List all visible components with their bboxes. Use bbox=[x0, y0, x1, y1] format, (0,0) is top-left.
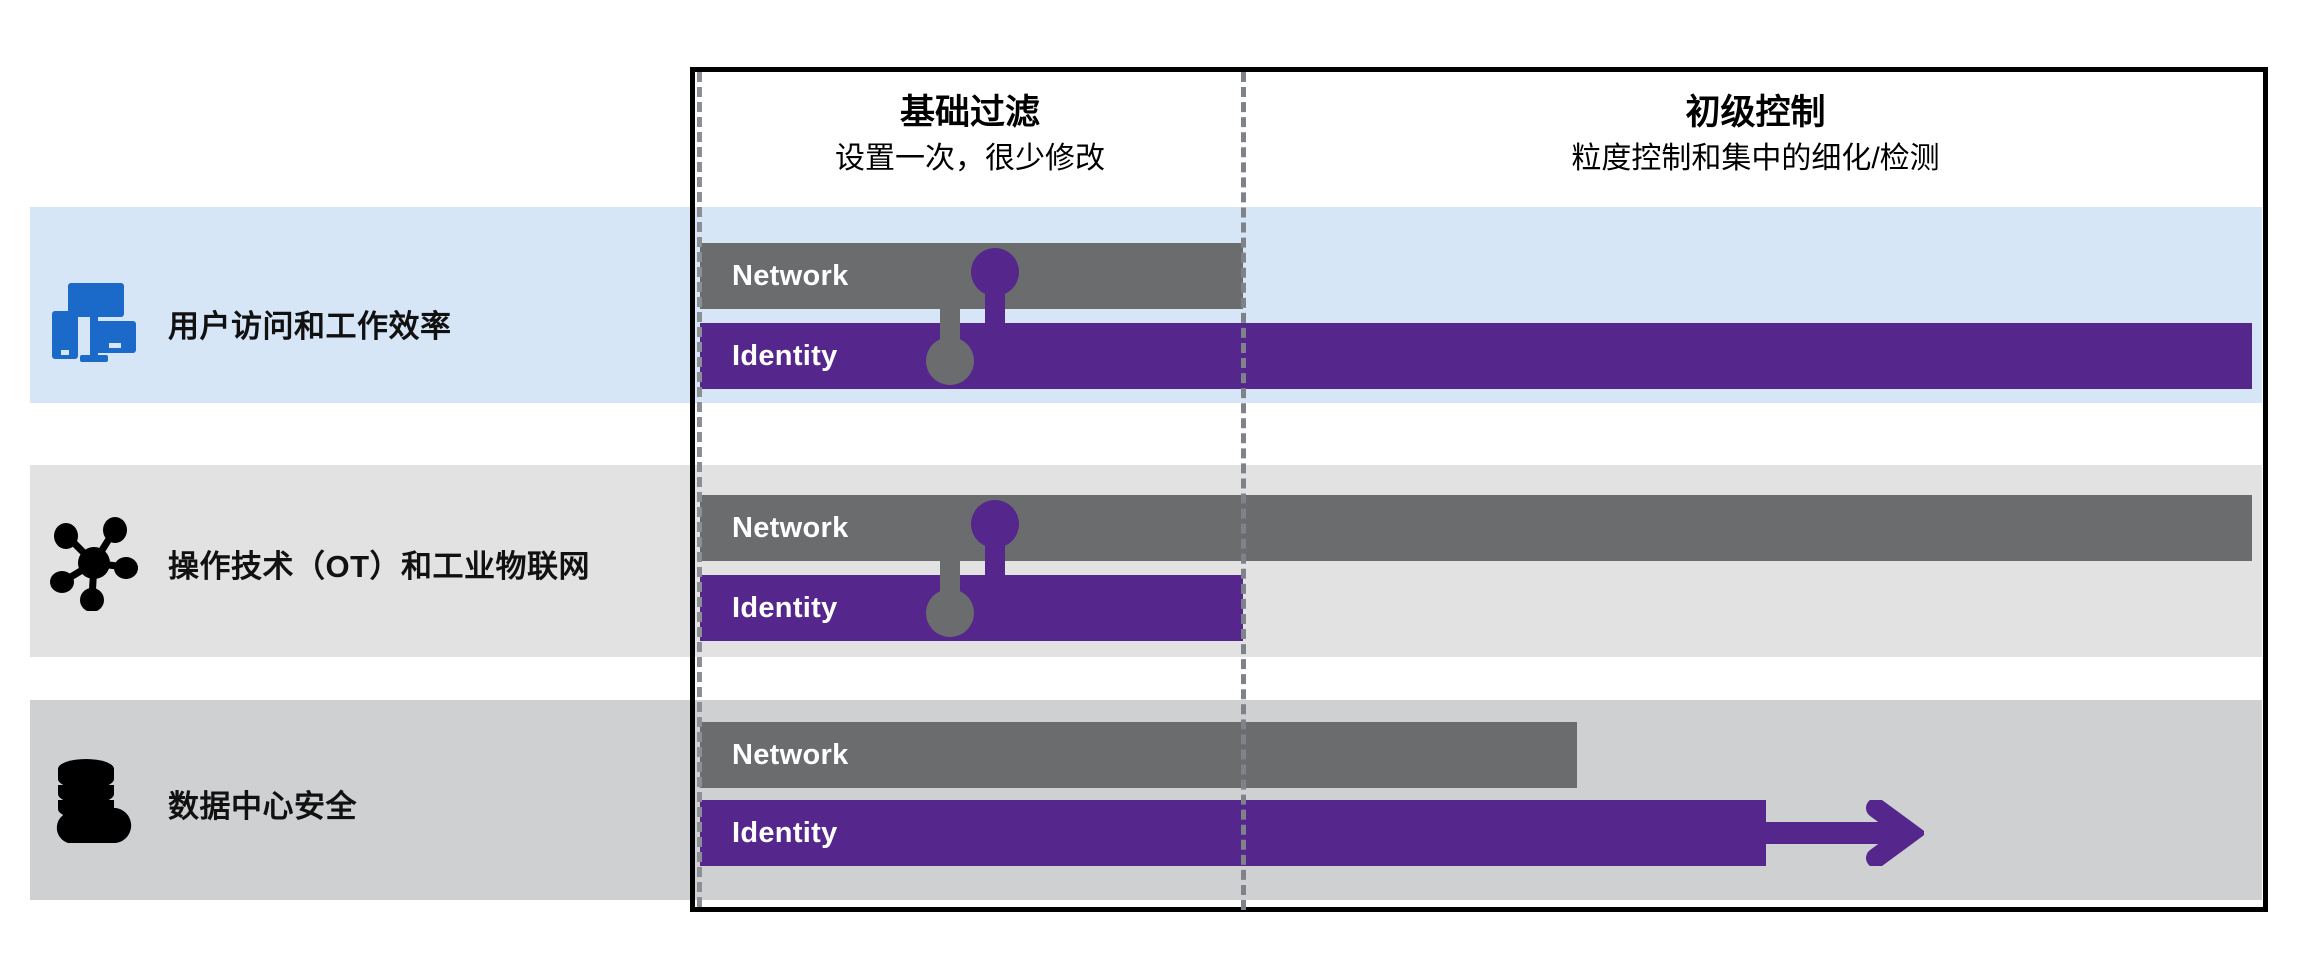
pin-stem bbox=[940, 280, 960, 344]
pin-head bbox=[926, 589, 974, 637]
row-label-text: 用户访问和工作效率 bbox=[168, 308, 452, 344]
frame-left-dashed-edge bbox=[697, 72, 702, 907]
column-divider-dashed bbox=[1241, 72, 1246, 910]
bar-row3-network: Network bbox=[700, 722, 1577, 788]
pin-stem bbox=[985, 522, 1005, 605]
bar-label: Network bbox=[732, 259, 849, 292]
pin-head bbox=[926, 337, 974, 385]
arrow-shaft bbox=[1766, 822, 1896, 844]
iot-network-icon bbox=[46, 515, 142, 612]
column-subtitle: 粒度控制和集中的细化/检测 bbox=[1571, 141, 1940, 175]
column-header-primary-control: 初级控制 粒度控制和集中的细化/检测 bbox=[1248, 92, 2263, 178]
bar-label: Network bbox=[732, 511, 849, 544]
bar-label: Identity bbox=[732, 591, 838, 624]
database-cloud-icon bbox=[46, 755, 142, 851]
pin-stem bbox=[940, 532, 960, 596]
row-label-ot-iiot: 操作技术（OT）和工业物联网 bbox=[46, 515, 591, 612]
row-label-datacenter: 数据中心安全 bbox=[46, 755, 357, 851]
column-header-basic-filtering: 基础过滤 设置一次，很少修改 bbox=[700, 92, 1240, 178]
column-title: 基础过滤 bbox=[899, 93, 1040, 132]
bar-label: Identity bbox=[732, 339, 838, 372]
pin-stem bbox=[985, 270, 1005, 353]
pin-marker-row1-identity bbox=[926, 280, 974, 385]
row-label-user-access: 用户访问和工作效率 bbox=[46, 275, 452, 371]
row-label-text: 操作技术（OT）和工业物联网 bbox=[168, 548, 591, 584]
column-title: 初级控制 bbox=[1685, 93, 1826, 132]
devices-icon bbox=[46, 275, 142, 371]
matrix-frame bbox=[690, 67, 2268, 912]
row-label-text: 数据中心安全 bbox=[168, 788, 357, 824]
bar-label: Network bbox=[732, 738, 849, 771]
pin-marker-row1-network bbox=[971, 248, 1019, 353]
column-subtitle: 设置一次，很少修改 bbox=[835, 141, 1105, 175]
pin-marker-row2-identity bbox=[926, 532, 974, 637]
arrow-head-icon bbox=[1866, 800, 1924, 866]
bar-row3-identity: Identity bbox=[700, 800, 1766, 866]
growth-arrow-row3 bbox=[1766, 800, 1924, 866]
bar-label: Identity bbox=[732, 816, 838, 849]
pin-marker-row2-network bbox=[971, 500, 1019, 605]
